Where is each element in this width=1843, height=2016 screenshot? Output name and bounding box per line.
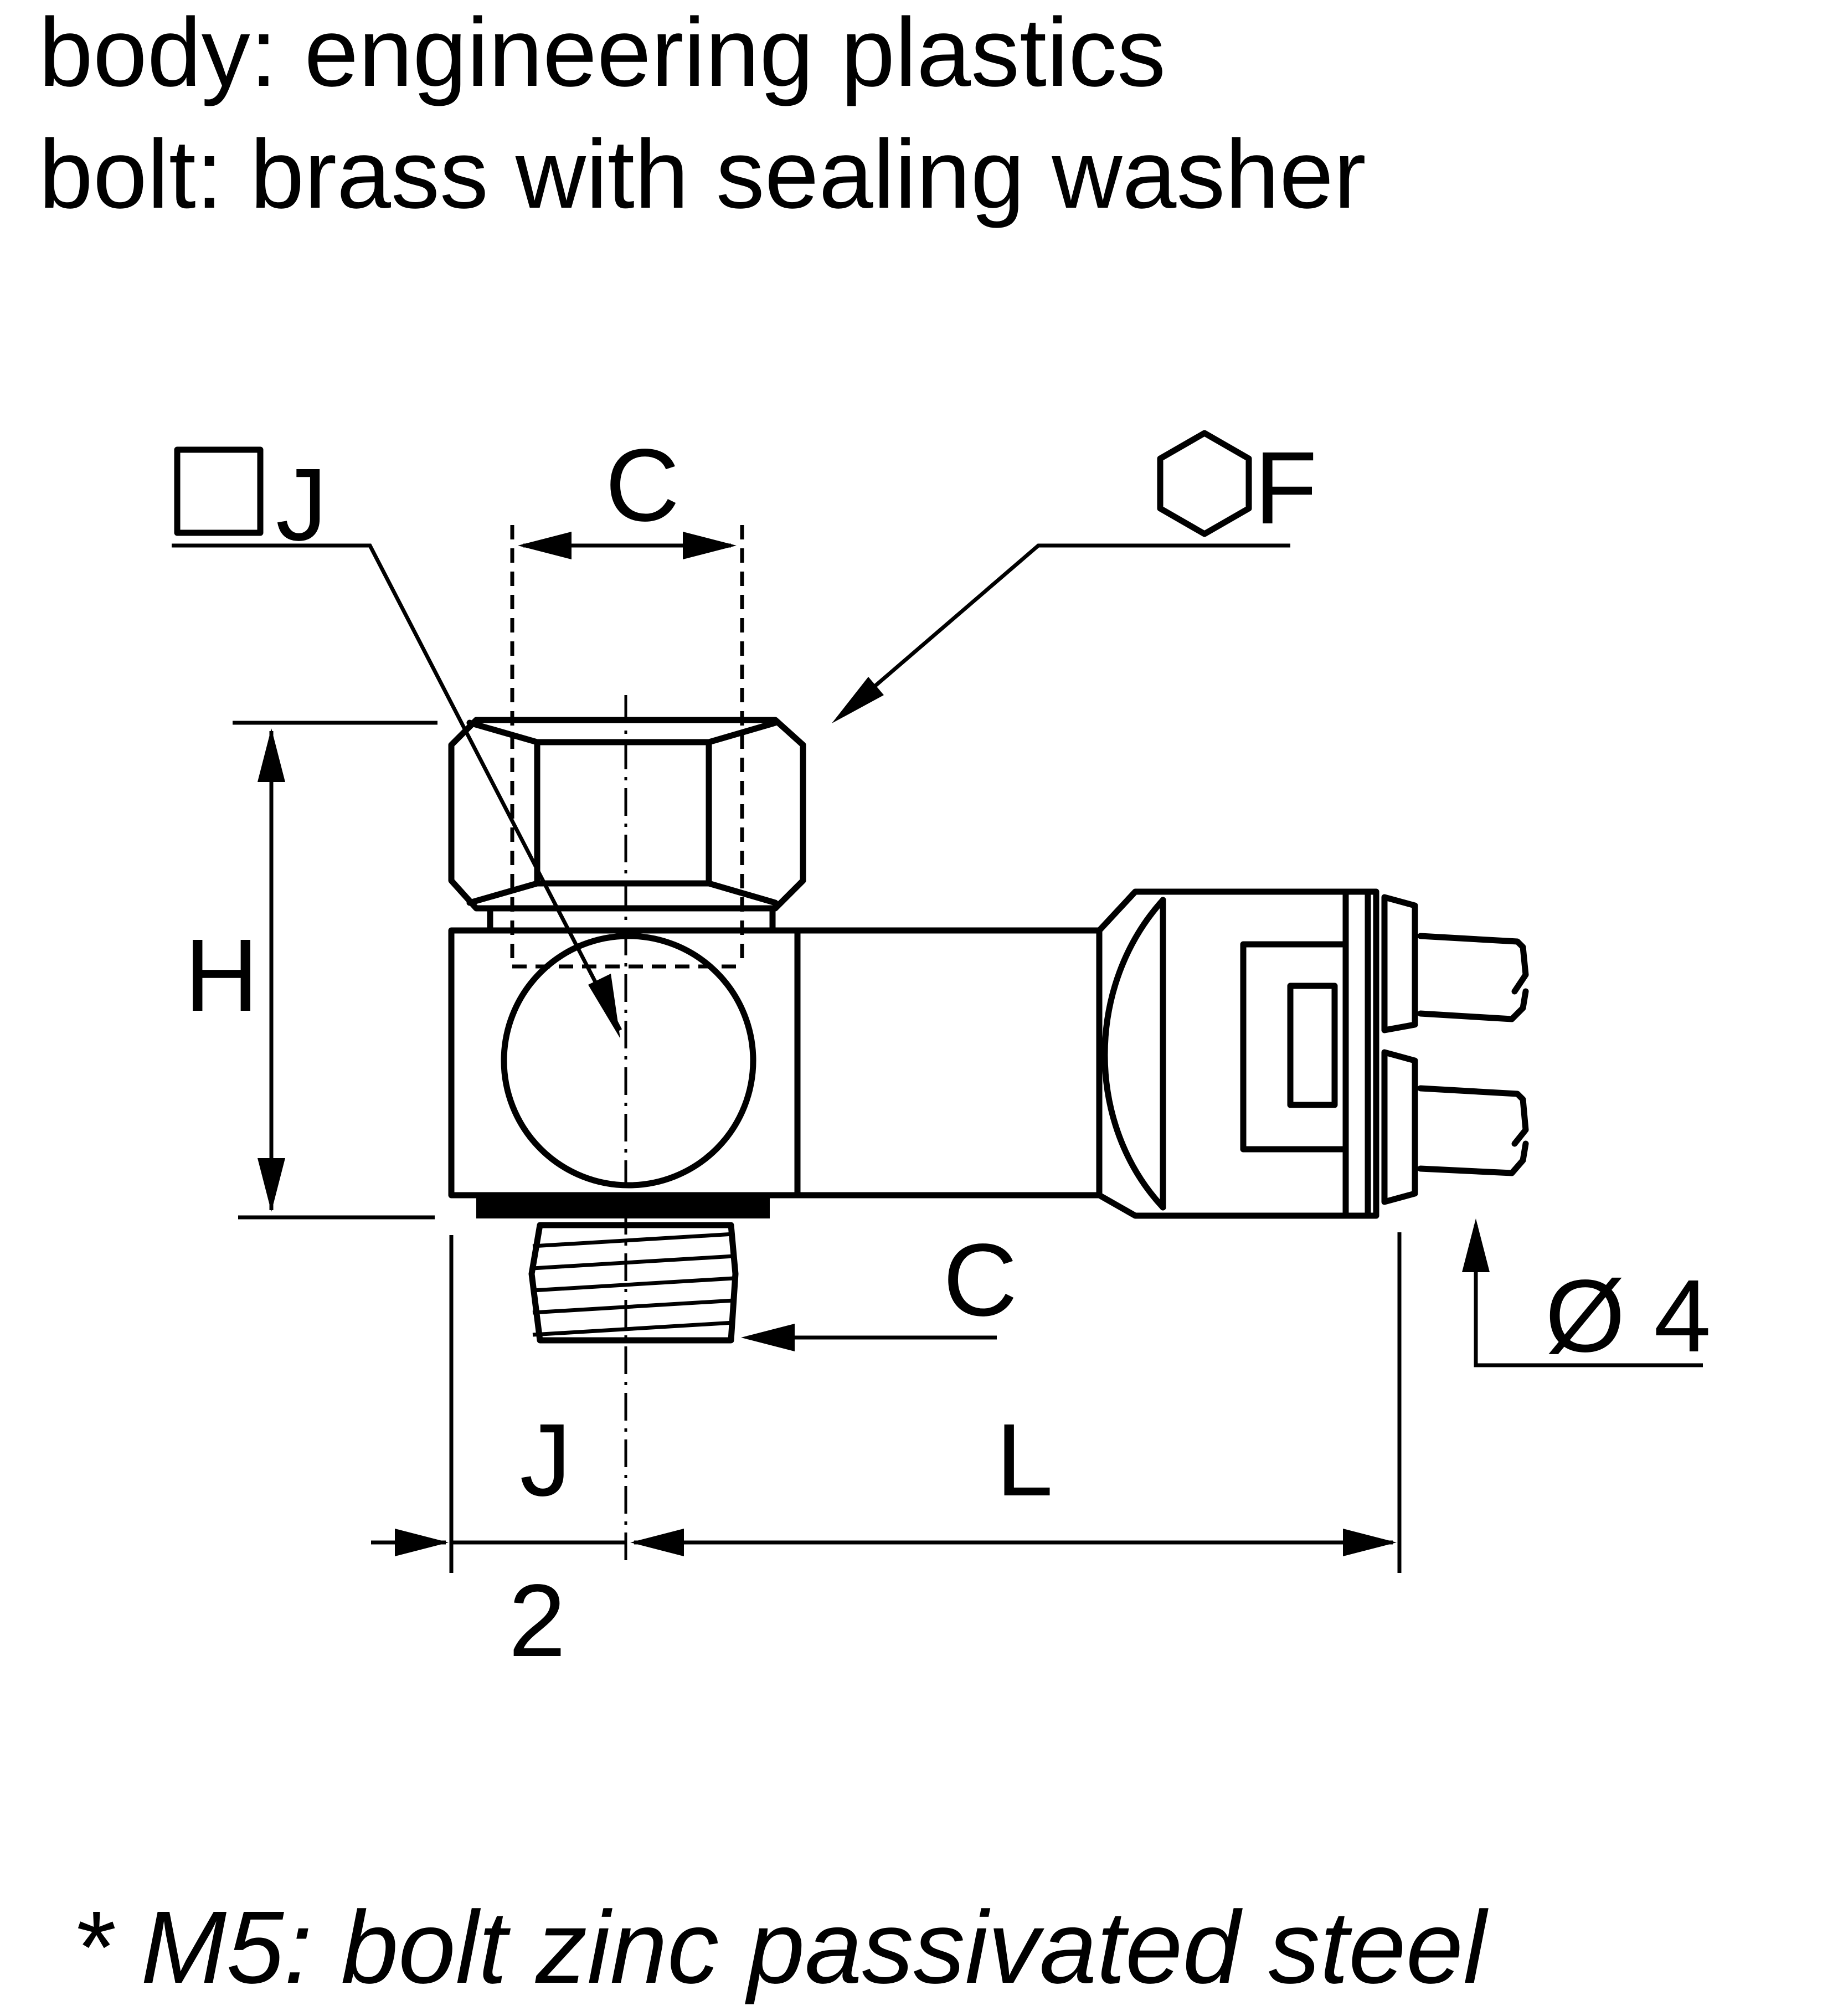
leader-hex-f bbox=[839, 543, 1290, 717]
label-square-j: J bbox=[276, 448, 327, 562]
label-hex-f: F bbox=[1254, 431, 1317, 546]
spec-body-text: body: engineering plastics bbox=[39, 0, 1166, 107]
collet-jaw-bottom bbox=[1381, 1049, 1418, 1205]
arrowhead-diameter bbox=[1462, 1218, 1490, 1272]
tube-lower-lower-edge bbox=[1417, 1140, 1529, 1176]
dim-h-arrow-top bbox=[258, 728, 285, 782]
tube-lower-edge bbox=[1417, 1085, 1529, 1147]
thread-line-4 bbox=[532, 1298, 734, 1315]
thread-line-5 bbox=[532, 1320, 734, 1337]
dim-l-arrow-left bbox=[630, 1529, 684, 1556]
collet-curve bbox=[1101, 897, 1166, 1211]
label-j-bottom: J bbox=[520, 1403, 572, 1518]
thread-outline bbox=[528, 1222, 739, 1344]
dim-l-arrow-right bbox=[1343, 1529, 1397, 1556]
arrowhead-hex-f bbox=[832, 677, 884, 723]
label-diameter: Ø 4 bbox=[1545, 1259, 1711, 1374]
hex-nut-bottom-chamfer bbox=[466, 880, 779, 906]
thread-line-2 bbox=[532, 1254, 734, 1271]
arrowhead-c-side bbox=[741, 1324, 795, 1351]
square-symbol-icon bbox=[174, 446, 264, 536]
thread-line-3 bbox=[532, 1276, 734, 1293]
hexagon-symbol-icon bbox=[1157, 430, 1252, 537]
footnote-text: * M5: bolt zinc passivated steel bbox=[72, 1890, 1489, 2005]
arrowhead-square-j bbox=[588, 974, 620, 1038]
dim-j-arrow bbox=[395, 1529, 449, 1556]
dim-c-top-arrow-right bbox=[683, 532, 737, 559]
spec-bolt-text: bolt: brass with sealing washer bbox=[39, 120, 1366, 229]
label-h: H bbox=[184, 918, 259, 1033]
body-arm bbox=[794, 927, 1103, 1199]
label-two: 2 bbox=[508, 1564, 565, 1678]
hex-nut-top-chamfer bbox=[466, 719, 779, 745]
collet-housing bbox=[1096, 888, 1379, 1219]
label-c-side: C bbox=[943, 1223, 1017, 1338]
release-ring-inner bbox=[1287, 983, 1338, 1108]
label-l: L bbox=[996, 1403, 1053, 1518]
dim-c-top-arrow-left bbox=[518, 532, 572, 559]
label-c-top: C bbox=[605, 428, 679, 543]
release-ring-outer bbox=[1240, 941, 1349, 1153]
dim-h-arrow-bottom bbox=[258, 1158, 285, 1212]
sealing-washer bbox=[476, 1195, 770, 1218]
banjo-bore-circle bbox=[501, 933, 756, 1189]
tube-upper-lower-edge bbox=[1417, 988, 1529, 1022]
thread-line-1 bbox=[532, 1232, 734, 1248]
tube-upper-edge bbox=[1417, 933, 1529, 995]
collet-jaw-top bbox=[1381, 894, 1418, 1033]
